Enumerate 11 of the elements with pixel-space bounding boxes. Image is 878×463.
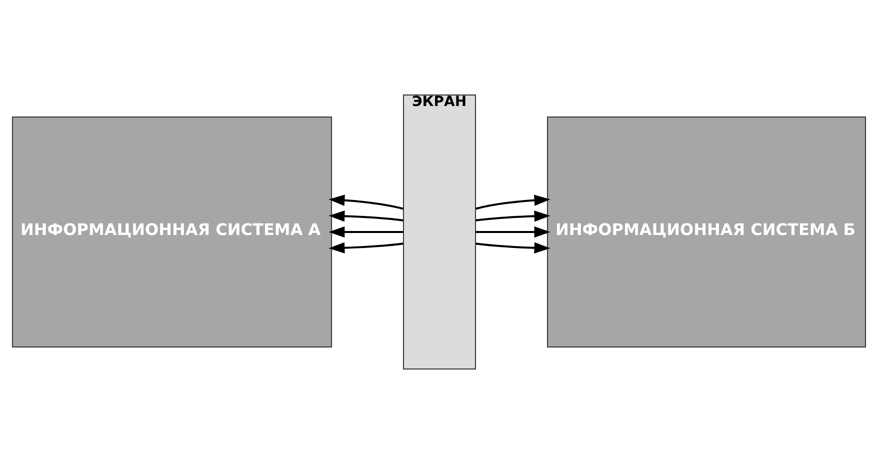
- arrow: [328, 226, 404, 238]
- arrow: [476, 242, 550, 253]
- node-box: ИНФОРМАЦИОННАЯ СИСТЕМА Б: [547, 116, 866, 347]
- arrow: [475, 194, 550, 210]
- arrow: [476, 226, 550, 238]
- arrow: [328, 194, 404, 210]
- arrow: [328, 242, 404, 253]
- node-box: ИНФОРМАЦИОННАЯ СИСТЕМА А: [12, 116, 332, 347]
- node-box: ЭКРАН: [403, 94, 476, 369]
- arrow: [328, 210, 404, 222]
- arrow: [476, 210, 550, 222]
